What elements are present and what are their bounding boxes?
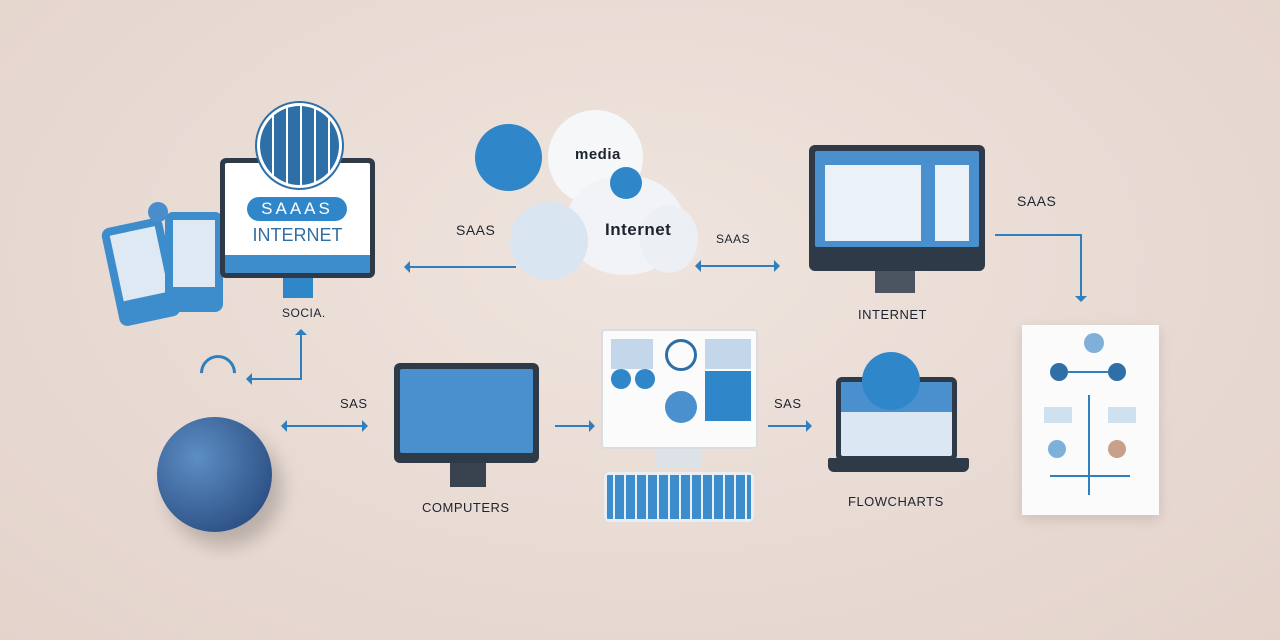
arrow-segment [1080, 234, 1082, 298]
monitor-stand [450, 463, 486, 487]
device-bubble-icon [510, 202, 588, 280]
sas-middle-label: SAS [774, 396, 802, 411]
social-bubble-icon [148, 202, 168, 222]
monitor-stand [875, 271, 915, 293]
cloud-saas-right-label: SAAS [716, 232, 751, 246]
arrow-computer-to-dashboard [555, 425, 591, 427]
monitor-stand [283, 278, 313, 298]
saas-badge: SAAAS [247, 197, 347, 221]
arrow-globe-computer [286, 425, 364, 427]
arrow-head [240, 373, 252, 385]
caption-flowcharts: FLOWCHARTS [848, 494, 944, 509]
sas-left-label: SAS [340, 396, 368, 411]
arrow-head [774, 260, 786, 272]
wifi-icon [192, 347, 244, 399]
internet-bubble-icon [610, 167, 642, 199]
laptop-bubble-icon [862, 352, 920, 410]
keyboard-icon [604, 472, 754, 522]
arrow-cloud-to-saas [410, 266, 516, 268]
arrow-segment [300, 335, 302, 380]
phone-icon [165, 212, 223, 312]
caption-computers: COMPUTERS [422, 500, 510, 515]
arrow-head [398, 261, 410, 273]
arrow-head [689, 260, 701, 272]
caption-internet: INTERNET [858, 307, 927, 322]
internet-text: INTERNET [252, 225, 343, 245]
globe-icon [257, 103, 342, 188]
cloud-media-label: media [575, 146, 621, 163]
arrow-wifi-to-social [250, 378, 302, 380]
arrow-head [589, 420, 601, 432]
arrow-to-flowchart [995, 234, 1082, 236]
cloud-saas-left-label: SAAS [456, 222, 496, 238]
dashboard-monitor [601, 329, 758, 449]
monitor-stand [655, 449, 701, 467]
earth-globe-icon [157, 417, 272, 532]
arrow-head [806, 420, 818, 432]
internet-monitor [809, 145, 985, 271]
saas-right-label: SAAS [1017, 193, 1057, 209]
arrow-head [1075, 296, 1087, 308]
arrow-cloud-internet [700, 265, 776, 267]
laptop-base [828, 458, 969, 472]
caption-socia: SOCIA. [282, 306, 326, 320]
computer-monitor [394, 363, 539, 463]
cloud-part [640, 205, 698, 273]
flowchart-document [1022, 325, 1159, 515]
arrow-dashboard-to-laptop [768, 425, 808, 427]
arrow-head [295, 323, 307, 335]
arrow-head [362, 420, 374, 432]
media-icon [475, 124, 542, 191]
arrow-head [275, 420, 287, 432]
cloud-internet-label: Internet [605, 220, 672, 239]
